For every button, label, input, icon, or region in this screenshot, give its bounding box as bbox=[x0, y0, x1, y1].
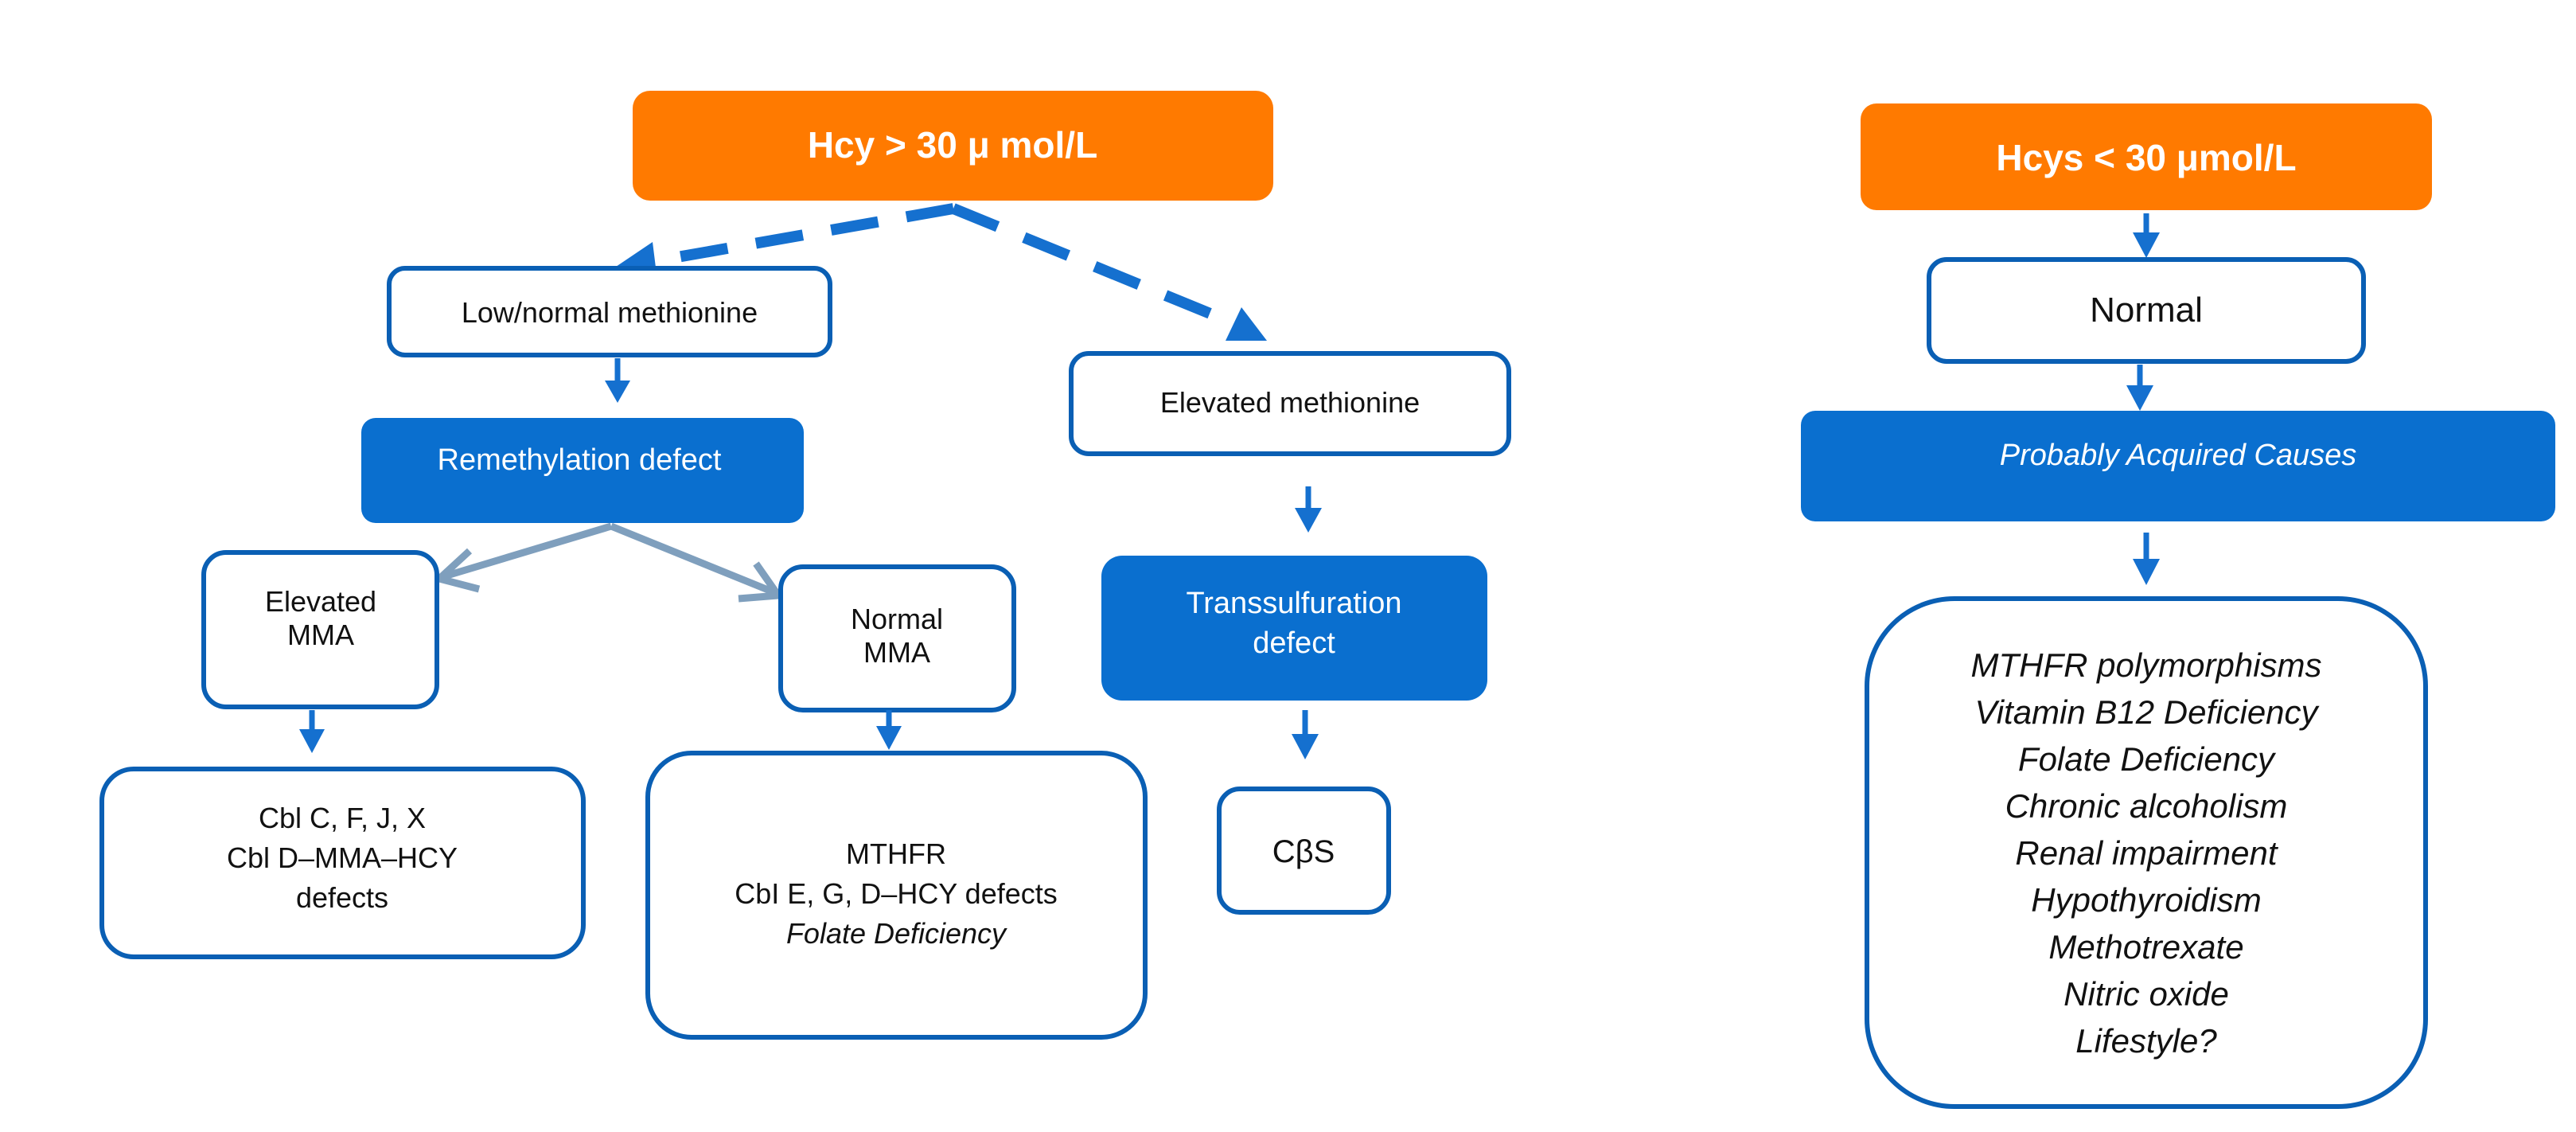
cause-item: Methotrexate bbox=[2048, 928, 2243, 966]
root-node-low-hcys: Hcys < 30 μmol/L bbox=[1861, 103, 2432, 210]
node-cbs: CβS bbox=[1217, 787, 1391, 915]
node-transsulfuration-defect: Transsulfuration defect bbox=[1101, 556, 1487, 701]
cbl-defects-line-1: Cbl C, F, J, X bbox=[259, 802, 426, 834]
normal-mma-line-1: Normal bbox=[851, 603, 943, 635]
node-low-normal-methionine: Low/normal methionine bbox=[387, 266, 832, 357]
arrow-down bbox=[605, 358, 630, 403]
arrow-down bbox=[2133, 533, 2160, 585]
elevated-mma-line-2: MMA bbox=[287, 619, 354, 651]
grey-arrow-right bbox=[610, 522, 777, 597]
grey-arrow-left bbox=[440, 522, 613, 581]
node-cbl-defects: Cbl C, F, J, X Cbl D–MMA–HCY defects bbox=[99, 767, 586, 959]
arrow-down bbox=[1292, 710, 1319, 759]
node-elevated-mma: Elevated MMA bbox=[201, 550, 439, 709]
cause-item: Hypothyroidism bbox=[2031, 881, 2261, 919]
grey-branch-arrows bbox=[431, 522, 785, 603]
cbl-defects-line-2: Cbl D–MMA–HCY bbox=[227, 841, 458, 874]
cbs-label: CβS bbox=[1272, 834, 1335, 869]
cause-item: Renal impairment bbox=[2015, 834, 2278, 872]
node-mthfr-defects: MTHFR CbI E, G, D–HCY defects Folate Def… bbox=[645, 751, 1148, 1040]
transsulfuration-line-2: defect bbox=[1253, 627, 1335, 660]
cause-item: Nitric oxide bbox=[2064, 975, 2229, 1013]
cause-item: Folate Deficiency bbox=[2018, 740, 2277, 778]
arrow-down bbox=[876, 710, 902, 750]
normal-mma-line-2: MMA bbox=[863, 636, 930, 669]
cause-item: Chronic alcoholism bbox=[2005, 787, 2288, 825]
elevated-methionine-label: Elevated methionine bbox=[1160, 386, 1420, 419]
mthfr-defects-line-1: MTHFR bbox=[846, 837, 946, 870]
cbl-defects-line-3: defects bbox=[296, 881, 388, 914]
node-remethylation-defect: Remethylation defect bbox=[361, 418, 804, 523]
dashed-arrow-right bbox=[951, 203, 1244, 332]
node-normal: Normal bbox=[1927, 257, 2366, 364]
cause-item: Vitamin B12 Deficiency bbox=[1974, 693, 2320, 731]
node-probably-acquired-causes: Probably Acquired Causes bbox=[1801, 411, 2555, 521]
arrow-down bbox=[299, 710, 325, 753]
mthfr-defects-line-3: Folate Deficiency bbox=[786, 917, 1007, 950]
normal-label: Normal bbox=[2090, 291, 2203, 330]
transsulfuration-line-1: Transsulfuration bbox=[1186, 587, 1401, 620]
low-normal-methionine-label: Low/normal methionine bbox=[462, 296, 758, 329]
root-node-high-hcy: Hcy > 30 μ mol/L bbox=[633, 91, 1273, 201]
root-label-right: Hcys < 30 μmol/L bbox=[1996, 137, 2296, 178]
elevated-mma-line-1: Elevated bbox=[265, 585, 376, 618]
root-label: Hcy > 30 μ mol/L bbox=[808, 124, 1097, 166]
remethylation-defect-label: Remethylation defect bbox=[438, 443, 722, 477]
probably-acquired-causes-label: Probably Acquired Causes bbox=[2000, 439, 2357, 472]
node-elevated-methionine: Elevated methionine bbox=[1069, 351, 1511, 456]
arrow-down bbox=[2133, 213, 2160, 258]
node-normal-mma: Normal MMA bbox=[778, 564, 1016, 712]
arrow-down bbox=[2126, 365, 2153, 411]
dashed-arrow-left bbox=[635, 203, 955, 270]
arrowhead-right bbox=[1226, 307, 1267, 341]
cause-item: Lifestyle? bbox=[2075, 1022, 2217, 1060]
cause-item: MTHFR polymorphisms bbox=[1970, 646, 2321, 684]
mthfr-defects-line-2: CbI E, G, D–HCY defects bbox=[735, 877, 1058, 910]
arrow-down bbox=[1295, 486, 1322, 533]
